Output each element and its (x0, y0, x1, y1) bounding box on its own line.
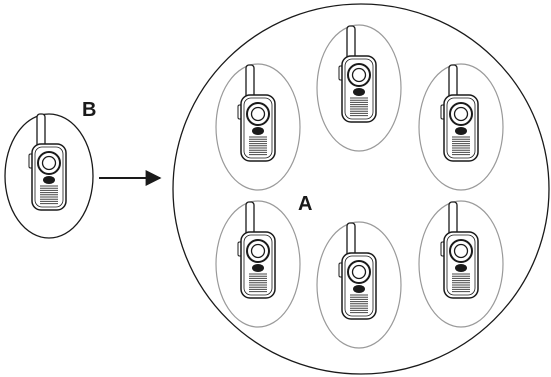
ptt-button (455, 127, 467, 135)
radio-oval-2 (316, 24, 402, 152)
ptt-button (252, 127, 264, 135)
ptt-button (43, 176, 55, 184)
walkie-talkie-icon-6 (440, 201, 479, 299)
radio-face (344, 58, 374, 120)
speaker-grille (249, 136, 267, 156)
speaker-grille (452, 273, 470, 293)
radio-oval-4 (215, 200, 301, 328)
walkie-talkie-icon-1 (237, 64, 276, 162)
radio-face (344, 255, 374, 317)
ptt-button (252, 264, 264, 272)
dial-knob-inner (453, 106, 469, 122)
speaker-grille (350, 97, 368, 117)
speaker-grille (40, 185, 58, 205)
antenna (346, 25, 356, 61)
antenna (245, 64, 255, 100)
label-b: B (82, 99, 96, 121)
radio-icons (28, 25, 479, 320)
dial-knob-inner (351, 67, 367, 83)
ptt-button (353, 285, 365, 293)
antenna (36, 113, 46, 149)
single-b-oval (4, 113, 94, 239)
radio-face (446, 234, 476, 296)
dial-knob-inner (351, 264, 367, 280)
dial-knob (37, 151, 61, 175)
radio-face (34, 146, 64, 208)
speaker-grille (249, 273, 267, 293)
dial-knob (246, 239, 270, 263)
walkie-talkie-icon-4 (237, 201, 276, 299)
dial-knob (449, 239, 473, 263)
antenna (448, 201, 458, 237)
ptt-button (353, 88, 365, 96)
radio-oval-6 (418, 200, 504, 328)
walkie-talkie-icon-3 (440, 64, 479, 162)
walkie-talkie-icon-b (28, 113, 67, 211)
walkie-talkie-icon-2 (338, 25, 377, 123)
antenna (245, 201, 255, 237)
group-a-circle (172, 3, 550, 375)
label-a: A (298, 193, 312, 215)
antenna (346, 222, 356, 258)
antenna (448, 64, 458, 100)
dial-knob-inner (250, 243, 266, 259)
radio-face (243, 234, 273, 296)
dial-knob (449, 102, 473, 126)
radio-oval-5 (316, 221, 402, 349)
radio-face (243, 97, 273, 159)
dial-knob (347, 63, 371, 87)
radio-oval-3 (418, 63, 504, 191)
ptt-button (455, 264, 467, 272)
speaker-grille (452, 136, 470, 156)
dial-knob-inner (250, 106, 266, 122)
speaker-grille (350, 294, 368, 314)
radio-oval-1 (215, 63, 301, 191)
dial-knob (246, 102, 270, 126)
dial-knob (347, 260, 371, 284)
walkie-talkie-icon-5 (338, 222, 377, 320)
dial-knob-inner (453, 243, 469, 259)
radio-face (446, 97, 476, 159)
dial-knob-inner (41, 155, 57, 171)
radio-ovals (215, 24, 504, 349)
